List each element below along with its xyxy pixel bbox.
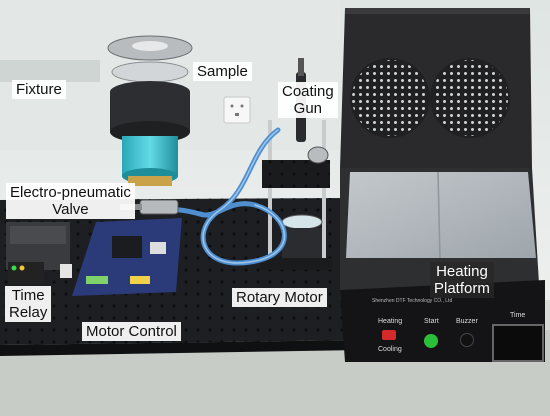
hot-plate [346, 172, 536, 258]
heating-caption: Heating [378, 318, 403, 325]
pneumatic-valve [139, 199, 179, 215]
start-caption: Start [424, 318, 439, 325]
buzzer-caption: Buzzer [456, 318, 478, 325]
sample-plate [111, 61, 189, 83]
cooling-caption: Cooling [378, 346, 402, 353]
start-button[interactable] [424, 334, 438, 348]
label-sample: Sample [193, 62, 252, 81]
label-rotary-motor: Rotary Motor [232, 288, 327, 307]
wall-outlet [223, 96, 251, 124]
buzzer-button[interactable] [460, 333, 474, 347]
label-heating-platform: Heating Platform [430, 262, 494, 298]
label-time-relay: Time Relay [5, 286, 52, 322]
time-caption: Time [510, 312, 526, 319]
fixture-assembly [107, 35, 193, 186]
heating-platform [340, 8, 545, 362]
label-fixture: Fixture [12, 80, 66, 99]
label-motor-control: Motor Control [82, 322, 181, 341]
sample-disc [281, 214, 323, 230]
time-relay-module [8, 262, 44, 284]
heating-button[interactable] [382, 330, 396, 340]
vent-grille-right [432, 60, 508, 136]
label-electro-pneumatic-valve: Electro-pneumatic Valve [6, 183, 135, 219]
timer-display [492, 324, 544, 362]
label-coating-gun: Coating Gun [278, 82, 338, 118]
vent-grille-left [352, 60, 428, 136]
coating-stage [260, 58, 332, 270]
heater-brand: Shenzhen DTF Technology CO., Ltd [372, 298, 453, 304]
rotary-motor [282, 228, 322, 262]
